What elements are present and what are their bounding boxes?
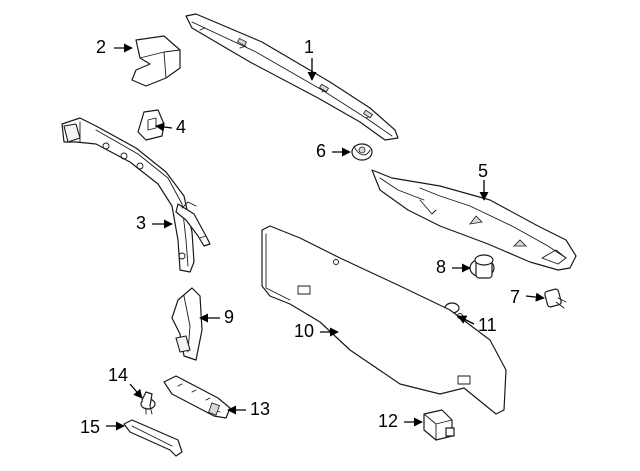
- callout-7: 7: [510, 287, 521, 307]
- callout-8: 8: [436, 257, 447, 277]
- leader-7: [525, 292, 545, 302]
- callout-1: 1: [304, 37, 315, 57]
- part-4-clip: [137, 109, 165, 141]
- part-7-fastener: [544, 288, 567, 309]
- callout-9: 9: [224, 307, 235, 327]
- part-6-grommet: [351, 143, 373, 161]
- part-3-hinge-bracket: [61, 117, 211, 273]
- part-14-bolt: [140, 391, 156, 415]
- part-2-bracket: [131, 35, 181, 87]
- part-10-lower-panel: [261, 225, 507, 415]
- callout-10: 10: [294, 321, 315, 341]
- leader-11: [457, 315, 475, 325]
- leader-14: [129, 383, 143, 399]
- callout-14: 14: [108, 365, 129, 385]
- part-15-handle: [123, 419, 183, 457]
- callout-15: 15: [80, 417, 101, 437]
- part-9-side-trim: [171, 287, 203, 361]
- part-1-molding-strip: [185, 13, 399, 141]
- callout-13: 13: [250, 399, 271, 419]
- callout-6: 6: [316, 141, 327, 161]
- callout-4: 4: [176, 117, 187, 137]
- callout-3: 3: [136, 213, 147, 233]
- part-5-trim-panel: [371, 169, 577, 271]
- leader-lines: [106, 43, 545, 431]
- callout-12: 12: [378, 411, 399, 431]
- callout-2: 2: [96, 37, 107, 57]
- part-12-connector: [423, 409, 455, 441]
- callout-11: 11: [478, 315, 497, 335]
- part-13-bracket-strip: [163, 375, 231, 419]
- part-8-push-pin: [469, 254, 495, 279]
- callout-5: 5: [478, 161, 489, 181]
- leader-4: [155, 122, 173, 132]
